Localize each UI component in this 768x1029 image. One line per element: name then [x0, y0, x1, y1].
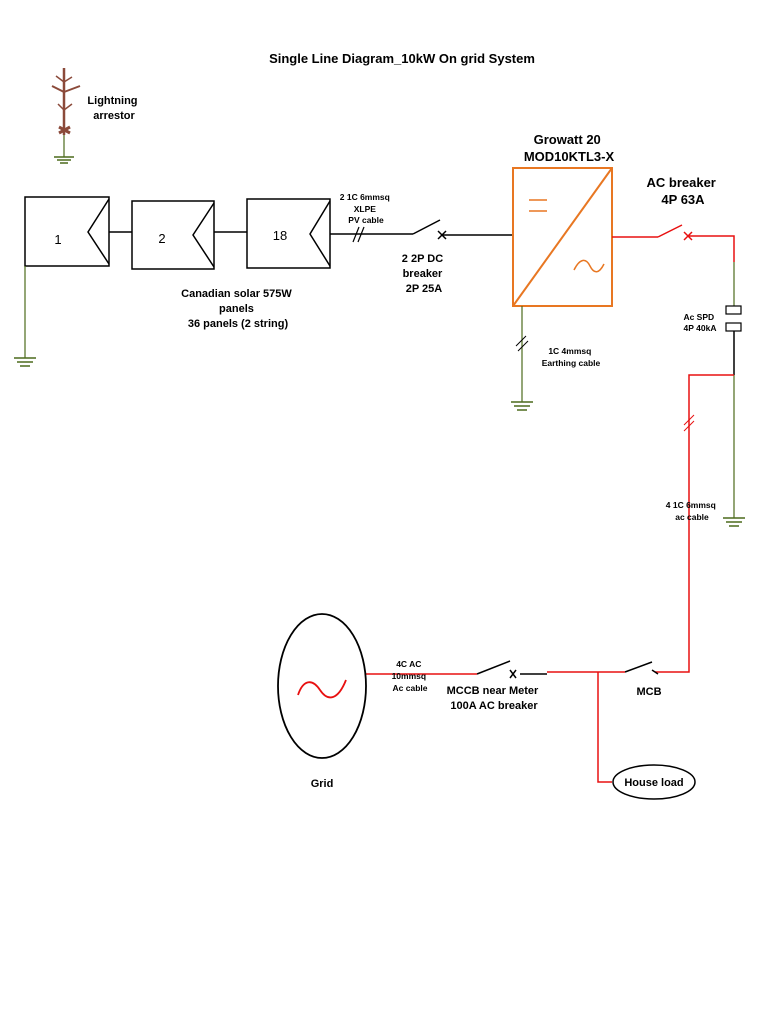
panel-number: 18: [273, 228, 287, 243]
inverter-label: Growatt 20 MOD10KTL3-X: [524, 132, 615, 164]
grid-label: Grid: [311, 778, 334, 790]
ac-cable-label: 4 1C 6mmsq ac cable: [666, 500, 718, 522]
mccb-label: MCCB near Meter 100A AC breaker: [447, 685, 542, 712]
ac-cable-wire: [655, 374, 734, 673]
house-load-icon: House load: [612, 764, 696, 800]
pv-panel-1: 1: [24, 196, 110, 267]
pv-cable-label: 2 1C 6mmsq XLPE PV cable: [340, 192, 392, 225]
grid-icon: [277, 613, 367, 759]
inverter-box: [512, 167, 613, 307]
spd-ground-icon: [723, 517, 745, 527]
pv-panel-2: 2: [131, 200, 215, 270]
pv-cable-tick-marks: [352, 226, 365, 243]
ac-spd-icon: [725, 305, 742, 332]
dc-breaker-switch-icon: [412, 219, 447, 240]
ac-breaker-out-wire: [688, 235, 735, 262]
ac-breaker-switch-icon: [657, 224, 693, 241]
dc-breaker-label: 2 2P DC breaker 2P 25A: [402, 253, 446, 295]
panel-number: 2: [158, 231, 165, 246]
ac-spd-label: Ac SPD 4P 40kA: [683, 312, 716, 333]
inverter-ground-icon: [511, 401, 533, 411]
earthing-cable-tick-marks: [515, 335, 529, 352]
panel-number: 1: [54, 232, 61, 247]
earthing-cable-label: 1C 4mmsq Earthing cable: [542, 346, 601, 368]
lightning-arrestor-label: Lightning arrestor: [87, 95, 140, 122]
diagram-title: Single Line Diagram_10kW On grid System: [269, 51, 535, 66]
ac-breaker-label: AC breaker 4P 63A: [647, 175, 720, 207]
panel-ground-icon: [14, 357, 36, 367]
mcb-label: MCB: [636, 686, 661, 698]
mccb-switch-icon: [476, 660, 517, 679]
house-load-feed-wire: [597, 672, 612, 783]
grid-cable-label: 4C AC 10mmsq Ac cable: [392, 659, 429, 693]
arrestor-ground-icon: [54, 156, 74, 164]
panel-info-label: Canadian solar 575W panels 36 panels (2 …: [181, 288, 295, 330]
lightning-arrestor-icon: [51, 68, 81, 157]
house-load-label: House load: [624, 777, 683, 789]
pv-panel-18: 18: [246, 198, 331, 269]
ac-cable-tick-marks: [683, 414, 695, 432]
mcb-switch-icon: [624, 661, 659, 675]
